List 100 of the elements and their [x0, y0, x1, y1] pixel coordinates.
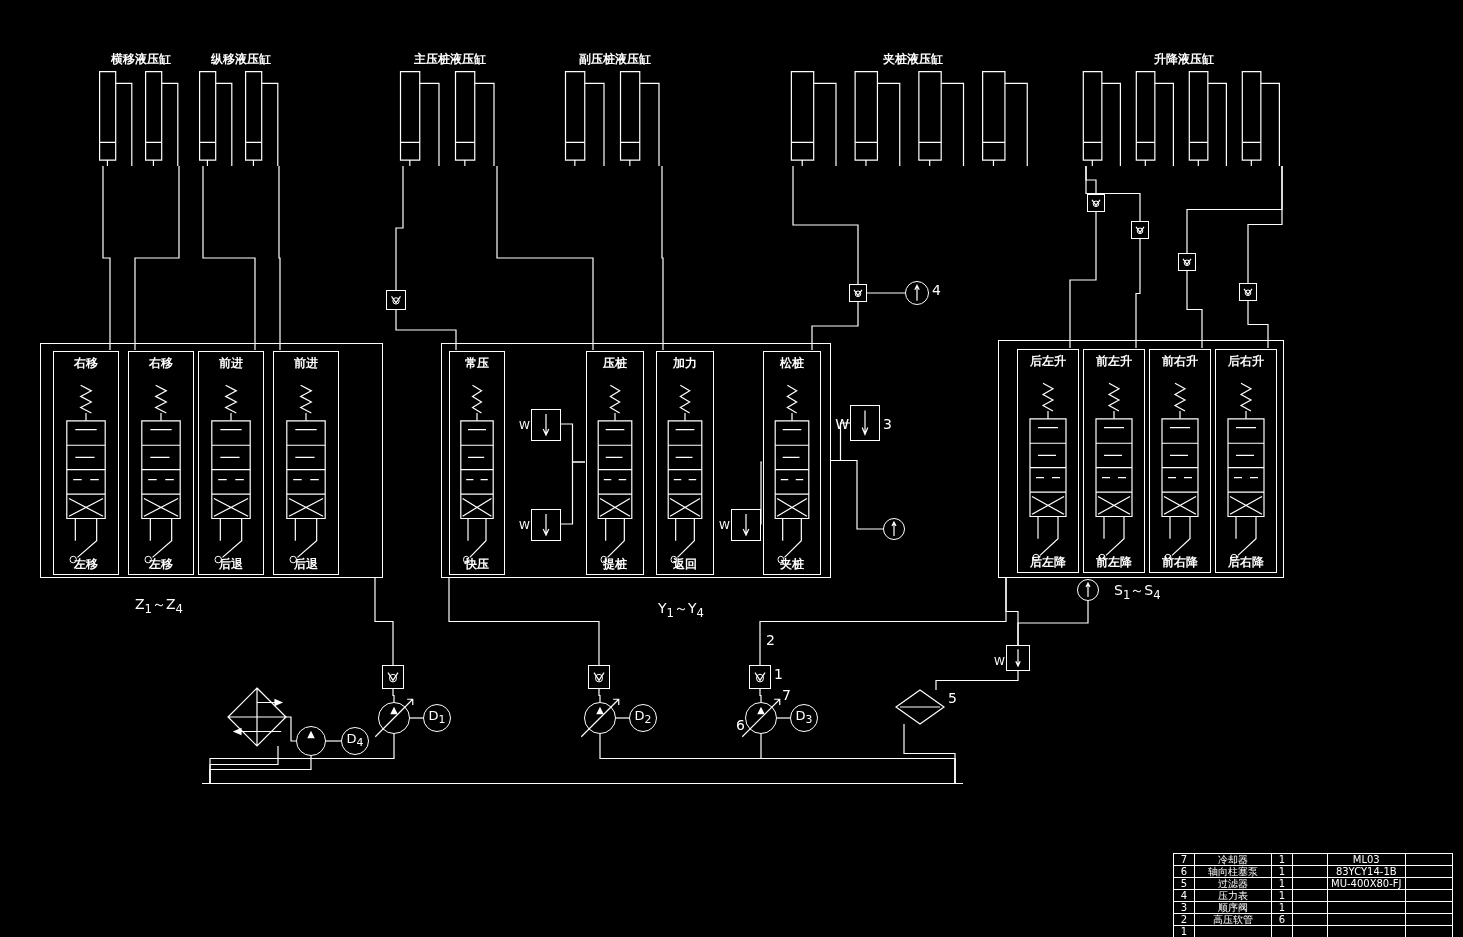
- table-cell: 1: [1271, 877, 1293, 890]
- hydraulic-line: [496, 165, 594, 351]
- group-title: 横移液压缸: [111, 52, 171, 66]
- hydraulic-line: [395, 309, 457, 351]
- hydraulic-line: [759, 688, 762, 703]
- callout-number: 4: [932, 282, 941, 298]
- valve-bank-box: [998, 340, 1284, 578]
- hydraulic-line: [1247, 300, 1269, 349]
- hydraulic-line: [559, 461, 586, 525]
- hydraulic-line: [202, 165, 256, 351]
- table-cell: 轴向柱塞泵: [1194, 865, 1272, 878]
- directional-valve-section: [198, 351, 264, 575]
- table-cell: 1: [1173, 925, 1195, 937]
- table-cell: 高压软管: [1194, 913, 1272, 926]
- motor-label: D$_{4}$: [346, 731, 364, 751]
- hydraulic-line: [392, 688, 395, 703]
- check-valve-symbol: [1131, 221, 1149, 239]
- hydraulic-line: [776, 717, 791, 719]
- check-valve-symbol: [588, 665, 610, 689]
- hydraulic-line: [866, 292, 906, 294]
- callout-number: 5: [948, 690, 957, 706]
- hydraulic-line: [395, 165, 404, 291]
- hydraulic-line: [285, 716, 297, 742]
- table-cell: 1: [1271, 853, 1293, 866]
- check-valve-symbol: [386, 290, 406, 310]
- valve-label: 前右降: [1162, 555, 1198, 569]
- directional-valve-section: [763, 351, 821, 575]
- hydraulic-line: [1085, 165, 1141, 222]
- motor-label: D$_{1}$: [428, 708, 446, 728]
- valve-label: 压桩: [603, 356, 627, 370]
- valve-label: 加力: [673, 356, 697, 370]
- directional-valve-section: [1083, 349, 1145, 573]
- hydraulic-line: [1247, 165, 1283, 284]
- valve-label: 后左降: [1030, 555, 1066, 569]
- table-cell: 6: [1173, 865, 1195, 878]
- signal-range-label: Z$_{1}$～Z$_{4}$: [135, 596, 184, 616]
- valve-label: 夹桩: [780, 557, 804, 571]
- hydraulic-line: [448, 577, 600, 666]
- table-cell: 顺序阀: [1194, 901, 1272, 914]
- table-cell: 7: [1173, 853, 1195, 866]
- valve-bank-box: [40, 343, 383, 578]
- check-valve-symbol: [1087, 194, 1105, 212]
- valve-label: 快压: [465, 557, 489, 571]
- valve-label: 前左升: [1096, 354, 1132, 368]
- callout-number: 3: [883, 416, 892, 432]
- valve-label: 松桩: [780, 356, 804, 370]
- check-valve-symbol: [382, 665, 404, 689]
- hydraulic-line: [759, 461, 763, 525]
- callout-number: 1: [774, 666, 783, 682]
- valve-bank-box: [441, 343, 831, 578]
- hydraulic-line: [1069, 211, 1097, 349]
- check-valve-symbol: [849, 284, 867, 302]
- table-cell: 1: [1271, 865, 1293, 878]
- hydraulic-line: [325, 740, 342, 742]
- table-cell: 6: [1271, 913, 1293, 926]
- table-cell: ML03: [1327, 853, 1406, 866]
- signal-range-label: S$_{1}$～S$_{4}$: [1114, 582, 1161, 602]
- hydraulic-line: [792, 165, 859, 285]
- table-cell: 冷却器: [1194, 853, 1272, 866]
- valve-label: 返回: [673, 557, 697, 571]
- table-cell: 1: [1271, 901, 1293, 914]
- motor-label: D$_{3}$: [795, 708, 813, 728]
- directional-valve-section: [1017, 349, 1079, 573]
- directional-valve-section: [128, 351, 194, 575]
- callout-number: W: [519, 418, 530, 434]
- table-cell: 5: [1173, 877, 1195, 890]
- check-valve-symbol: [1239, 283, 1257, 301]
- table-cell: 4: [1173, 889, 1195, 902]
- hydraulic-line: [209, 733, 395, 784]
- valve-label: 左移: [149, 557, 173, 571]
- directional-valve-section: [1149, 349, 1211, 573]
- hydraulic-line: [102, 165, 111, 351]
- group-title: 主压桩液压缸: [414, 52, 486, 66]
- valve-label: 后退: [294, 557, 318, 571]
- hydraulic-line: [409, 717, 424, 719]
- valve-label: 后右降: [1228, 555, 1264, 569]
- directional-valve-section: [1215, 349, 1277, 573]
- hydraulic-line: [1135, 238, 1141, 349]
- valve-label: 左移: [74, 557, 98, 571]
- valve-label: 前左降: [1096, 555, 1132, 569]
- directional-valve-section: [586, 351, 644, 575]
- hydraulic-line: [935, 670, 1019, 691]
- valve-label: 右移: [74, 356, 98, 370]
- directional-valve-section: [273, 351, 339, 575]
- group-title: 夹桩液压缸: [882, 52, 943, 66]
- valve-label: 前进: [219, 356, 243, 370]
- table-cell: 1: [1271, 889, 1293, 902]
- directional-valve-section: [53, 351, 119, 575]
- table-cell: 83YCY14-1B: [1327, 865, 1406, 878]
- table-cell: 压力表: [1194, 889, 1272, 902]
- group-title: 纵移液压缸: [211, 52, 271, 66]
- motor-label: D$_{2}$: [634, 708, 652, 728]
- hydraulic-line: [278, 165, 281, 351]
- valve-label: 常压: [465, 356, 489, 370]
- table-cell: MU-400X80-FJ: [1327, 877, 1406, 890]
- hydraulic-line: [903, 723, 956, 784]
- callout-number: W: [719, 518, 730, 534]
- valve-label: 后右升: [1228, 354, 1264, 368]
- directional-valve-section: [656, 351, 714, 575]
- callout-number: 2: [766, 632, 775, 648]
